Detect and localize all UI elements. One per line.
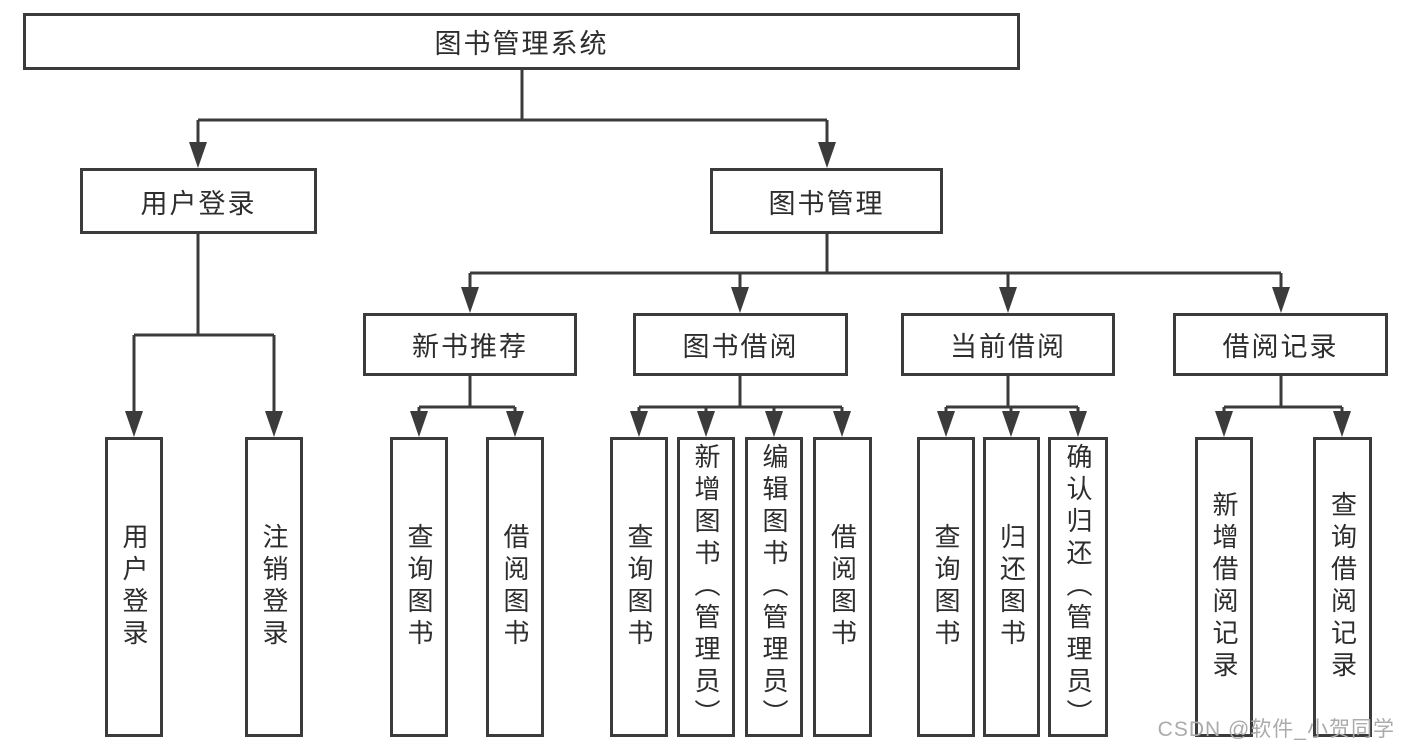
csdn-watermark: CSDN @软件_小贺同学	[1157, 718, 1395, 741]
root-system-node: 图书管理系统	[23, 13, 1020, 70]
leaf-query-borrow-record-node: 查询借阅记录	[1313, 437, 1372, 737]
root-system-label: 图书管理系统	[434, 29, 609, 59]
connector-line	[637, 376, 844, 417]
leaf-query-books-3-label: 查询图书	[931, 523, 961, 651]
connector-line	[417, 376, 517, 417]
branch-user-login-node: 用户登录	[80, 168, 317, 234]
arrowhead-down-icon	[999, 287, 1017, 313]
leaf-borrow-books-1-label: 借阅图书	[500, 523, 530, 651]
leaf-add-books-admin-node: 新增图书（管理员）	[677, 437, 735, 737]
arrowhead-down-icon	[1069, 411, 1087, 437]
connector-line	[468, 234, 1283, 293]
group-book-borrowing-label: 图书借阅	[682, 332, 799, 362]
leaf-logout-node: 注销登录	[245, 437, 303, 737]
leaf-user-login-label: 用户登录	[119, 523, 149, 651]
group-current-borrowing-label: 当前借阅	[950, 332, 1066, 362]
arrowhead-down-icon	[506, 411, 524, 437]
leaf-query-books-2-label: 查询图书	[624, 523, 654, 651]
connector-line	[944, 376, 1080, 417]
arrowhead-down-icon	[937, 411, 955, 437]
leaf-borrow-books-2-label: 借阅图书	[827, 523, 858, 651]
arrowhead-down-icon	[765, 411, 783, 437]
leaf-query-borrow-record-label: 查询借阅记录	[1327, 491, 1358, 683]
connector	[125, 234, 283, 437]
arrowhead-down-icon	[125, 411, 143, 437]
connector	[189, 70, 836, 168]
group-borrowing-records-node: 借阅记录	[1173, 313, 1388, 376]
group-borrowing-records-label: 借阅记录	[1222, 332, 1339, 362]
arrowhead-down-icon	[461, 287, 479, 313]
leaf-add-borrow-record-node: 新增借阅记录	[1195, 437, 1253, 737]
leaf-edit-books-admin-node: 编辑图书（管理员）	[745, 437, 803, 737]
group-book-borrowing-node: 图书借阅	[633, 313, 848, 376]
arrowhead-down-icon	[265, 411, 283, 437]
arrowhead-down-icon	[697, 411, 715, 437]
connector	[410, 376, 524, 437]
leaf-edit-books-admin-label: 编辑图书（管理员）	[759, 443, 789, 731]
arrowhead-down-icon	[1215, 411, 1233, 437]
arrowhead-down-icon	[630, 411, 648, 437]
leaf-borrow-books-1-node: 借阅图书	[486, 437, 544, 737]
connector-line	[196, 70, 829, 148]
leaf-confirm-return-admin-label: 确认归还（管理员）	[1063, 443, 1093, 731]
branch-user-login-label: 用户登录	[140, 188, 257, 219]
group-current-borrowing-node: 当前借阅	[901, 313, 1115, 376]
leaf-query-books-1-label: 查询图书	[404, 523, 434, 651]
arrowhead-down-icon	[818, 142, 836, 168]
leaf-confirm-return-admin-node: 确认归还（管理员）	[1048, 437, 1108, 737]
branch-book-management-node: 图书管理	[710, 168, 943, 234]
group-new-book-recommend-label: 新书推荐	[412, 332, 528, 362]
leaf-query-books-2-node: 查询图书	[610, 437, 668, 737]
connector	[461, 234, 1290, 313]
arrowhead-down-icon	[833, 411, 851, 437]
leaf-return-books-label: 归还图书	[996, 523, 1027, 651]
connector	[630, 376, 851, 437]
leaf-user-login-node: 用户登录	[105, 437, 163, 737]
arrowhead-down-icon	[410, 411, 428, 437]
leaf-query-books-1-node: 查询图书	[390, 437, 448, 737]
leaf-return-books-node: 归还图书	[983, 437, 1040, 737]
branch-book-management-label: 图书管理	[768, 188, 885, 219]
leaf-logout-label: 注销登录	[259, 523, 289, 651]
group-new-book-recommend-node: 新书推荐	[363, 313, 577, 376]
connector	[1215, 376, 1351, 437]
arrowhead-down-icon	[1272, 287, 1290, 313]
leaf-add-books-admin-label: 新增图书（管理员）	[691, 443, 721, 731]
arrowhead-down-icon	[731, 287, 749, 313]
leaf-add-borrow-record-label: 新增借阅记录	[1209, 491, 1239, 683]
connector	[937, 376, 1087, 437]
connector-line	[132, 234, 276, 417]
leaf-borrow-books-2-node: 借阅图书	[813, 437, 872, 737]
arrowhead-down-icon	[189, 142, 207, 168]
connector-line	[1222, 376, 1344, 417]
arrowhead-down-icon	[1002, 411, 1020, 437]
arrowhead-down-icon	[1333, 411, 1351, 437]
leaf-query-books-3-node: 查询图书	[917, 437, 975, 737]
